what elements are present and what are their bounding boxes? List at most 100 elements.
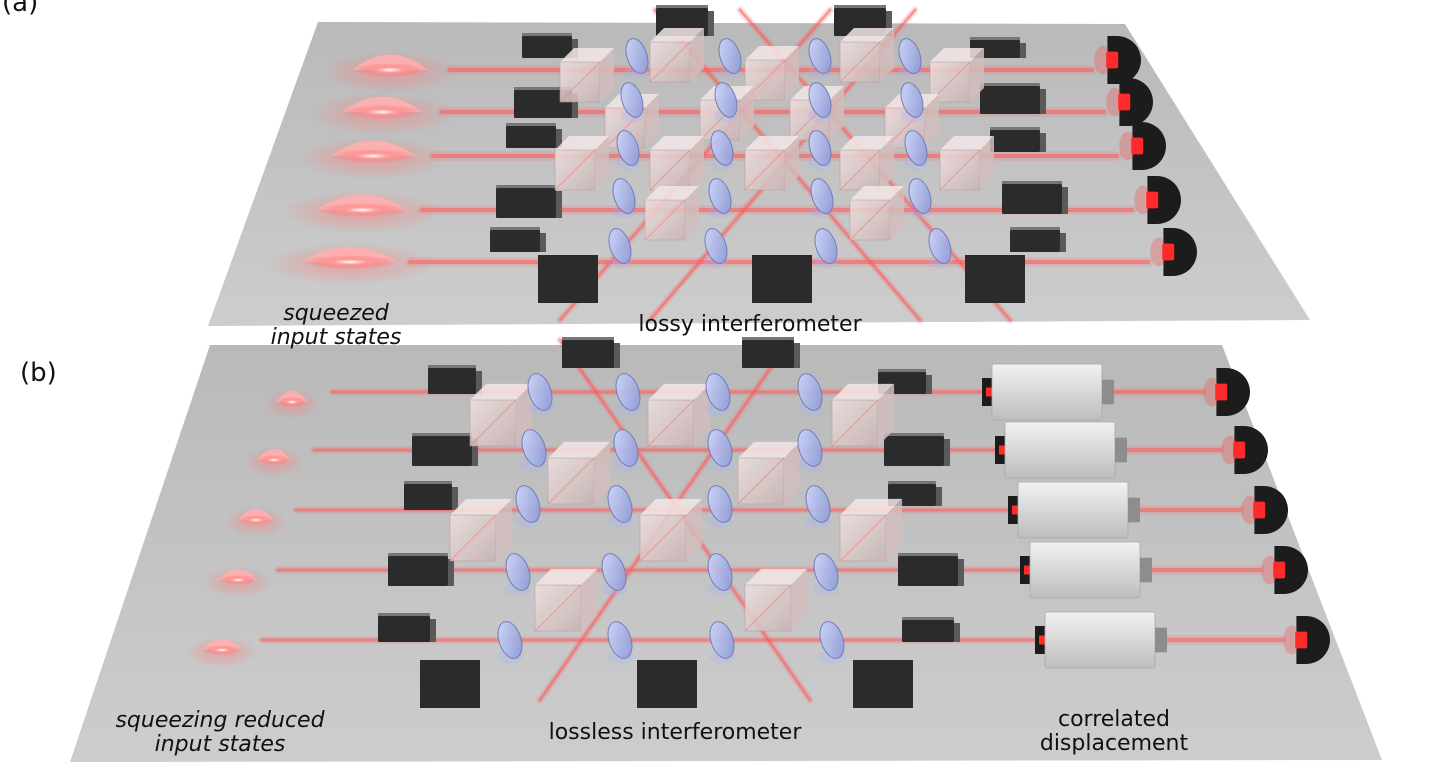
mirror-side <box>954 623 960 642</box>
beam-splitter-a-5 <box>929 48 984 103</box>
displacement-input-glow <box>1024 565 1030 575</box>
detector-dome <box>1254 486 1288 534</box>
beam-splitter-a-12 <box>744 136 799 191</box>
squeezed-state-b-2 <box>244 447 304 477</box>
detector-glow <box>1283 625 1300 655</box>
phase-plate-b-4 <box>796 373 824 416</box>
cube-side <box>740 86 754 140</box>
mirror-edge <box>902 617 954 620</box>
lens-disc <box>710 130 734 166</box>
mirror-side <box>430 619 436 642</box>
detector-dome <box>1216 368 1250 416</box>
mirror-edge <box>990 127 1040 130</box>
cube-diagonal <box>449 514 497 562</box>
beam-dump-a-2 <box>752 255 812 303</box>
detector-b-3 <box>1241 486 1288 534</box>
cube-top <box>648 383 711 400</box>
displacement-body <box>1004 421 1116 479</box>
mirror-body <box>742 340 794 368</box>
cube-top <box>840 28 894 42</box>
phase-plate-b-7 <box>706 429 734 472</box>
mirror-b-2 <box>412 433 478 466</box>
phase-plate-a-5 <box>620 82 644 123</box>
beam-splitter-b-7 <box>639 498 703 562</box>
cube-side <box>685 186 699 240</box>
mirror-edge <box>888 481 936 484</box>
lens-disc <box>898 38 922 74</box>
cube-side <box>784 441 801 504</box>
mirror-edge <box>496 185 556 188</box>
detector-dome <box>1274 546 1308 594</box>
mirror-body <box>884 436 944 466</box>
detector-glow <box>1094 45 1111 75</box>
cube-diagonal <box>649 149 691 191</box>
mirror-b-10 <box>902 617 960 642</box>
mirror-body <box>428 368 476 394</box>
phase-plate-a-4 <box>898 38 922 79</box>
lens-disc <box>810 178 834 214</box>
detector-a-5 <box>1150 228 1197 276</box>
lens-disc <box>707 429 733 467</box>
phase-plate-b-16 <box>812 553 840 596</box>
cube-diagonal <box>559 61 601 103</box>
lens-disc <box>797 373 823 411</box>
lens-disc <box>718 38 742 74</box>
lens-disc <box>615 373 641 411</box>
beam-splitter-a-15 <box>644 186 699 241</box>
squeezed-state-core <box>330 149 416 163</box>
cube-top <box>840 136 894 150</box>
mirror-body <box>1002 184 1062 214</box>
phase-plate-b-20 <box>818 621 846 664</box>
mirror-body <box>378 616 430 642</box>
lens-disc <box>813 553 839 591</box>
mirror-side <box>886 11 892 36</box>
displacement-body <box>1017 481 1129 539</box>
lens-disc <box>613 429 639 467</box>
cube-top <box>560 48 614 62</box>
beam-splitter-a-13 <box>839 136 894 191</box>
squeezed-state-core <box>342 105 422 119</box>
mirror-a-5 <box>490 227 546 252</box>
lens-disc <box>808 38 832 74</box>
displacement-box-b-5 <box>1035 611 1167 669</box>
cube-top <box>645 186 699 200</box>
phase-plate-a-16 <box>908 178 932 219</box>
cube-side <box>880 28 894 82</box>
mirror-side <box>572 93 578 118</box>
beam-splitter-a-14 <box>939 136 994 191</box>
displacement-output <box>1128 497 1140 523</box>
cube-side <box>690 28 704 82</box>
lens-disc <box>714 82 738 118</box>
lens-disc <box>607 485 633 523</box>
phase-plate-a-14 <box>708 178 732 219</box>
beam-dump-body <box>752 255 812 303</box>
mirror-side <box>556 129 562 148</box>
lens-disc <box>928 228 952 264</box>
mirror-body <box>404 484 452 510</box>
lens-disc <box>707 553 733 591</box>
squeezed-state-core <box>302 255 398 269</box>
displacement-box-b-4 <box>1020 541 1152 599</box>
mirror-body <box>388 556 448 586</box>
squeezed-state-core <box>352 63 428 77</box>
detector-window <box>1146 191 1159 209</box>
displacement-body <box>1029 541 1141 599</box>
panel-a-input-caption: squeezed input states <box>270 301 402 350</box>
mirror-edge <box>522 33 572 36</box>
phase-plate-a-7 <box>808 82 832 123</box>
phase-plate-b-6 <box>612 429 640 472</box>
cube-side <box>694 383 711 446</box>
mirror-side <box>614 343 620 368</box>
phase-plate-a-19 <box>814 228 838 269</box>
detector-window <box>1106 51 1119 69</box>
phase-plate-a-9 <box>616 130 640 171</box>
phase-plate-b-10 <box>606 485 634 528</box>
cube-top <box>650 136 704 150</box>
lens-disc <box>527 373 553 411</box>
beam-splitter-a-1 <box>559 48 614 103</box>
lens-disc <box>707 485 733 523</box>
cube-side <box>496 498 513 561</box>
phase-plate-b-1 <box>526 373 554 416</box>
cube-side <box>645 94 659 148</box>
cube-top <box>930 48 984 62</box>
